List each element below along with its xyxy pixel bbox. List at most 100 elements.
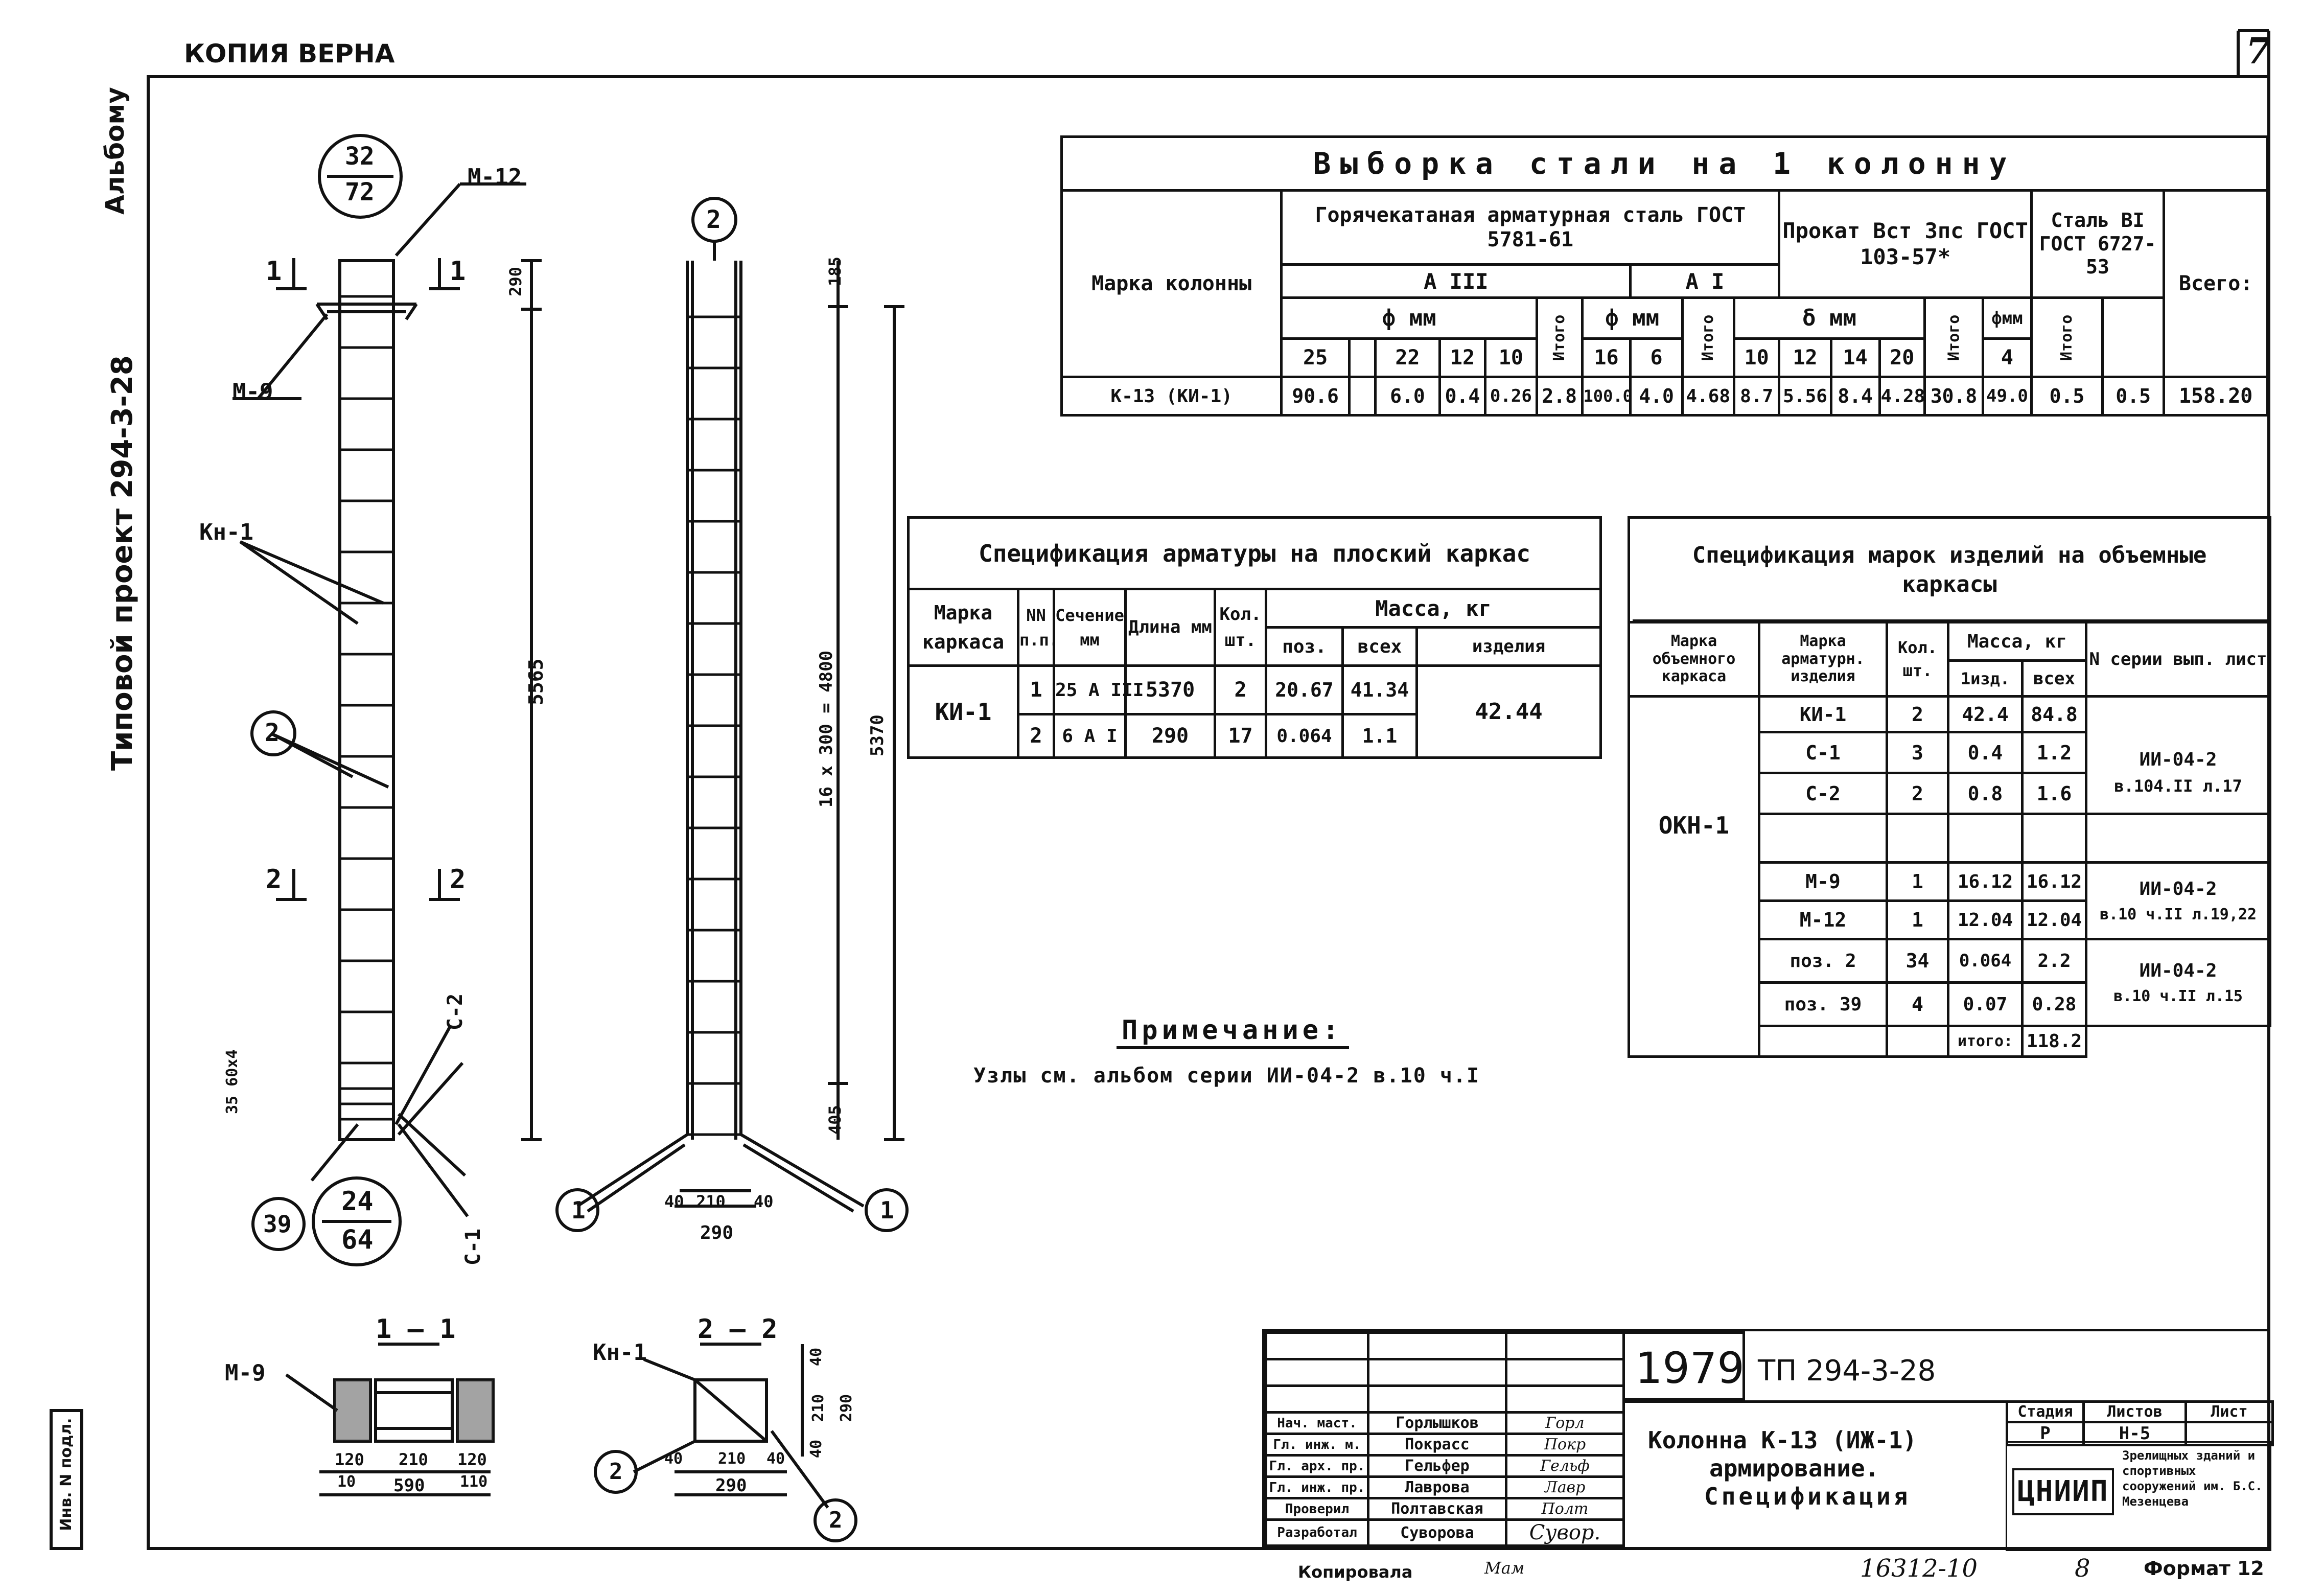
stamp-divider xyxy=(1622,1400,2271,1403)
vol-h-mass: Масса, кг xyxy=(1947,621,2087,662)
diam-a1-6: 6 xyxy=(1629,337,1684,378)
vol-r8-one: 0.07 xyxy=(1947,981,2024,1027)
row-a1-0: 4.0 xyxy=(1629,376,1684,417)
sheet-label: Лист xyxy=(2184,1400,2274,1423)
row-s-0: 0.5 xyxy=(2030,376,2104,417)
vol-r4-one xyxy=(1947,813,2024,864)
cut-1-right: 1 xyxy=(450,256,466,287)
side-inv: Инв. N подл. xyxy=(57,1418,75,1531)
stamp-sign-4: Полт xyxy=(1505,1497,1625,1521)
section-2-2: 2 — 2 xyxy=(698,1314,778,1345)
vol-h-all: всех xyxy=(2021,659,2087,698)
stamp-title-3: Спецификация xyxy=(1704,1483,1911,1510)
dim-290-b: 290 xyxy=(715,1475,747,1496)
stamp-name-2: Гельфер xyxy=(1367,1454,1507,1478)
diam-r-12: 12 xyxy=(1778,337,1832,378)
row-grand-total: 158.20 xyxy=(2163,376,2269,417)
stamp-name-1: Покрасс xyxy=(1367,1433,1507,1457)
dim-210-a: 210 xyxy=(696,1192,726,1211)
org-logo: ЦНИИП xyxy=(2012,1468,2114,1515)
stamp-role-1: Гл. инж. м. xyxy=(1265,1433,1369,1457)
dim-120-b: 120 xyxy=(457,1450,487,1469)
dim-40-f: 40 xyxy=(807,1439,826,1459)
section-1-1: 1 — 1 xyxy=(376,1314,456,1345)
stamp-title-1: Колонна К-13 (ИЖ-1) xyxy=(1648,1426,1917,1454)
flat-r2-pos: 0.064 xyxy=(1265,713,1344,759)
footer-format: Формат 12 xyxy=(2144,1557,2264,1580)
flat-frame-table: Спецификация арматуры на плоский каркас … xyxy=(907,516,1602,759)
stage-label: Стадия xyxy=(2006,1400,2085,1423)
stamp-year: 1979 xyxy=(1635,1343,1745,1393)
vol-r4-series xyxy=(2084,813,2272,864)
a1-phi-header: ф мм xyxy=(1581,296,1684,340)
a3-phi-header: ф мм xyxy=(1280,296,1538,340)
column-elevation-1 xyxy=(338,259,395,1141)
flat-item-mass: 42.44 xyxy=(1415,664,1602,759)
vol-frame-table: Спецификация марок изделий на объемные к… xyxy=(1627,516,2272,1058)
title-block: Нач. маст. Горлышков Горл Гл. инж. м. По… xyxy=(1262,1329,2274,1551)
diam-a3-22: 22 xyxy=(1374,337,1442,378)
stamp-sign-2: Гельф xyxy=(1505,1454,1625,1478)
flat-r1-length: 5370 xyxy=(1124,664,1216,715)
row-r-3: 30.8 xyxy=(1923,376,1984,417)
vol-r5-item: М-9 xyxy=(1758,861,1888,902)
vol-r9-one: итого: xyxy=(1947,1025,2024,1058)
flat-r2-all: 1.1 xyxy=(1341,713,1418,759)
vol-r6-item: М-12 xyxy=(1758,899,1888,940)
dim-405: 405 xyxy=(825,1105,845,1135)
dim-40-e: 40 xyxy=(807,1347,826,1367)
pos2-section-right: 2 xyxy=(829,1507,843,1533)
side-title: Типовой проект 294-3-28 xyxy=(106,355,139,771)
plate-m9-right-fill xyxy=(457,1380,493,1441)
stamp-role-4: Проверил xyxy=(1265,1497,1369,1521)
steel-itogo-header: Итого xyxy=(2031,297,2103,377)
diam-r-20: 20 xyxy=(1878,337,1926,378)
pos1-right: 1 xyxy=(880,1196,894,1224)
row-a1-1: 4.68 xyxy=(1681,376,1735,417)
pos39: 39 xyxy=(263,1210,292,1238)
vol-r9-series xyxy=(2084,1025,2270,1057)
vol-r1-item: КИ-1 xyxy=(1758,695,1888,733)
sheet-number: 7 xyxy=(2246,30,2271,72)
flat-h-mass: Масса, кг xyxy=(1264,588,1602,629)
stamp-sign-3: Лавр xyxy=(1505,1475,1625,1499)
dim-290-mid: 290 xyxy=(700,1222,734,1243)
row-a3-2: 6.0 xyxy=(1374,376,1442,417)
vol-r3-one: 0.8 xyxy=(1947,772,2024,815)
steel-vi-header: Сталь ВI ГОСТ 6727-53 xyxy=(2030,189,2166,299)
vol-series-1: ИИ-04-2 в.104.II л.17 xyxy=(2084,732,2272,815)
flat-h-item: изделия xyxy=(1415,626,1602,667)
vol-r6-qty: 1 xyxy=(1886,899,1949,940)
vol-series-2: ИИ-04-2 в.10 ч.II л.19,22 xyxy=(2084,861,2272,940)
a1-itogo-header: Итого xyxy=(1682,297,1734,377)
vol-r9-all: 118.2 xyxy=(2021,1025,2087,1058)
circle-top-den: 72 xyxy=(345,178,375,206)
flat-table-title: Спецификация арматуры на плоский каркас xyxy=(907,516,1602,590)
stamp-sign-1: Покр xyxy=(1505,1433,1625,1457)
flat-h-pos: поз. xyxy=(1265,626,1344,667)
row-r-1: 8.4 xyxy=(1829,376,1881,417)
hot-rolled-header: Горячекатаная арматурная сталь ГОСТ 5781… xyxy=(1280,189,1781,266)
dim-210-b: 210 xyxy=(399,1450,428,1469)
row-mark: К-13 (КИ-1) xyxy=(1060,376,1283,417)
rolled-delta-header: δ мм xyxy=(1732,296,1926,340)
flat-r1-all: 41.34 xyxy=(1341,664,1418,715)
vol-h-series: N серии вып. лист xyxy=(2084,621,2272,698)
vol-r5-qty: 1 xyxy=(1886,861,1949,902)
dim-40-a: 40 xyxy=(664,1192,684,1211)
col-mark-header: Марка колонны xyxy=(1060,189,1283,378)
vol-h-one: 1изд. xyxy=(1947,659,2024,698)
diam-r-14: 14 xyxy=(1829,337,1881,378)
vol-r1-one: 42.4 xyxy=(1947,695,2024,733)
a3-header: А III xyxy=(1280,263,1632,299)
dim-120-a: 120 xyxy=(335,1450,364,1469)
stamp-title-2: армирование. xyxy=(1709,1454,1879,1482)
vol-r7-item: поз. 2 xyxy=(1758,938,1888,984)
mark-m9-section: М-9 xyxy=(225,1360,266,1386)
vol-h-mark: Марка объемного каркаса xyxy=(1628,621,1760,698)
mark-m9: М-9 xyxy=(233,379,273,405)
stamp-name-5: Суворова xyxy=(1367,1518,1507,1547)
dim-210-d: 210 xyxy=(809,1394,828,1422)
row-a3-5: 2.8 xyxy=(1535,376,1584,417)
mark-c2: С-2 xyxy=(444,993,468,1031)
